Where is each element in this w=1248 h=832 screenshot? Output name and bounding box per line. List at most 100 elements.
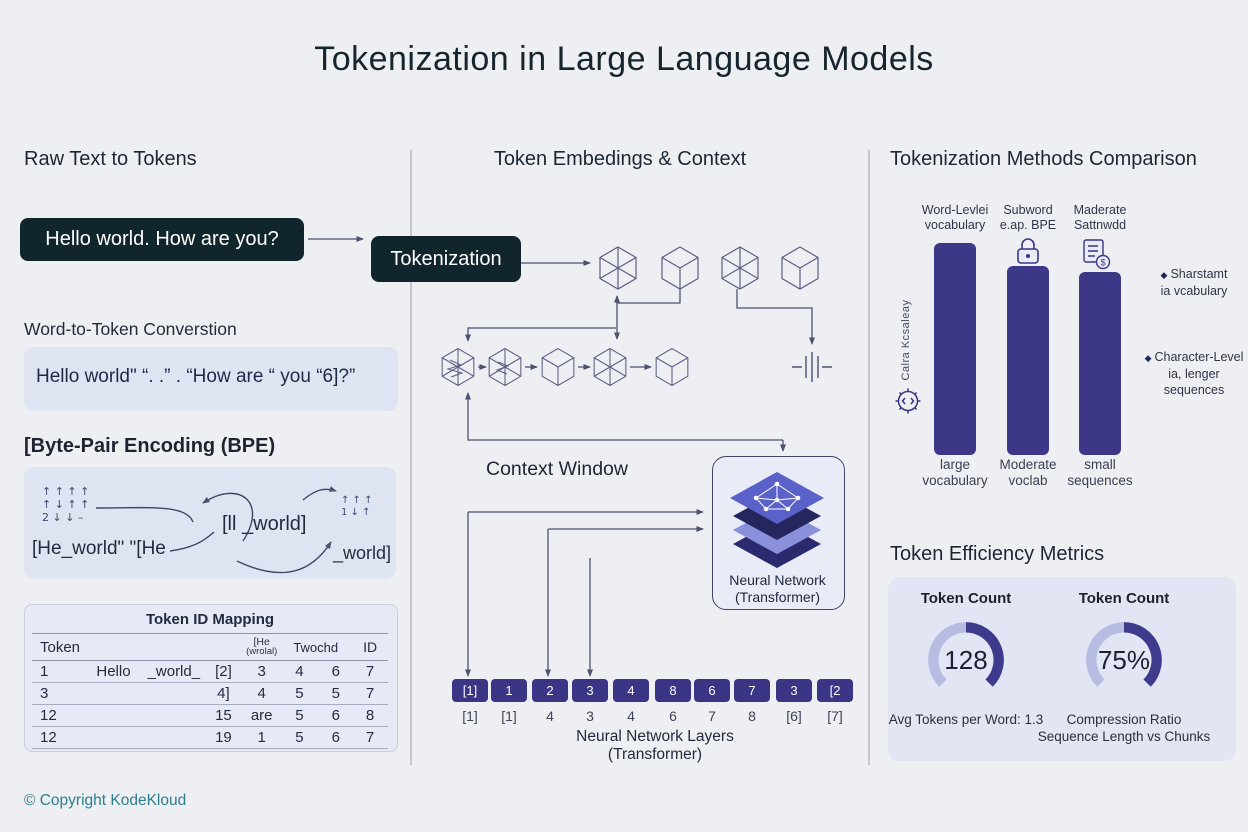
cell: 6 — [319, 704, 353, 727]
col-header-empty — [82, 634, 145, 661]
label-line: sequences — [1067, 473, 1133, 488]
bar-top-label-word-level: Word-Levlei vocabulary — [905, 203, 1005, 233]
bpe-text-right: _world] — [333, 543, 392, 563]
cell: 6 — [319, 726, 353, 749]
gauge2-label: Token Count — [1078, 590, 1170, 607]
token-box: 8 — [655, 679, 691, 702]
table-header-row: Token [He (wrolal) Twochd ID — [32, 634, 388, 661]
cube-icon — [721, 246, 759, 290]
gauge1-caption: Avg Tokens per Word: 1.3 — [888, 712, 1044, 727]
col-header-id: ID — [352, 634, 388, 661]
token-value: 4 — [546, 708, 554, 724]
cell — [82, 726, 145, 749]
annotation-line: ◆Character-Level — [1136, 349, 1248, 366]
page-title: Tokenization in Large Language Models — [314, 40, 934, 78]
token-box: 4 — [613, 679, 649, 702]
annotation-vocabulary: ◆Sharstamt ia vcabulary — [1142, 266, 1246, 299]
cell — [144, 682, 203, 705]
annotation-character-level: ◆Character-Level ia, lenger sequences — [1136, 349, 1248, 398]
left-section-heading: Raw Text to Tokens — [24, 148, 197, 170]
token-box: 2 — [532, 679, 568, 702]
cell: _world_ — [147, 663, 201, 680]
cluster-line: ↑ ↓ ↑ ↑ — [42, 498, 90, 511]
caption-line2: (Transformer) — [607, 746, 703, 763]
bar-subword-bpe — [1007, 266, 1049, 455]
raw-text-box: Hello world. How are you? — [20, 218, 304, 261]
gauge1-label: Token Count — [920, 590, 1012, 607]
token-efficiency-panel — [888, 577, 1236, 761]
token-box: 6 — [694, 679, 730, 702]
cube-icon — [488, 347, 522, 387]
cube-icon — [661, 246, 699, 290]
label-line: voclab — [1008, 473, 1048, 488]
annotation-line: sequences — [1163, 383, 1225, 397]
bar-bottom-label-small: small sequences — [1050, 457, 1150, 489]
table-row: 3 4] 4 5 5 7 — [32, 682, 388, 705]
diamond-bullet-icon: ◆ — [1144, 353, 1152, 363]
metrics-heading: Token Efficiency Metrics — [890, 543, 1105, 565]
cell: 7 — [352, 726, 388, 749]
col-header-he: [He (wrolal) — [244, 634, 280, 661]
token-value: 3 — [586, 708, 594, 724]
cell: are — [244, 704, 280, 727]
token-id-mapping-table: Token [He (wrolal) Twochd ID 1 Hello _w — [32, 634, 388, 749]
cell: 4] — [202, 682, 245, 705]
cell: 12 — [32, 704, 83, 727]
label-line: Moderate — [999, 457, 1057, 472]
token-value: [1] — [501, 708, 517, 724]
token-value: 4 — [627, 708, 635, 724]
word-to-token-content: Hello world" “. .” . “How are “ you “6]?… — [36, 366, 356, 387]
diamond-bullet-icon: ◆ — [1160, 270, 1168, 280]
token-id-mapping: Token ID Mapping Token [He (wrolal) Twoc… — [24, 604, 396, 749]
annotation-text: Character-Level — [1154, 350, 1244, 364]
token-value: [1] — [462, 708, 478, 724]
cell: 4 — [295, 663, 304, 680]
cluster-line: 2 ↓ ↓ – — [42, 511, 84, 524]
gauge1-arc — [928, 622, 1004, 687]
nn-label-line1: Neural Network — [729, 572, 826, 588]
cell: 1 — [244, 726, 280, 749]
document-coin-icon: $ — [1083, 239, 1111, 270]
cell: 15 — [202, 704, 245, 727]
label-line: Subword — [1003, 203, 1053, 217]
nn-label-line2: (Transformer) — [734, 589, 821, 605]
table-row: 12 15 are 5 6 8 — [32, 704, 388, 727]
annotation-line: ia vcabulary — [1160, 284, 1228, 298]
bar-character-level — [1079, 272, 1121, 455]
gauge1-value: 128 — [944, 645, 988, 675]
copyright-footer: © Copyright KodeKloud — [24, 792, 187, 809]
label-line: vocabulary — [924, 218, 986, 232]
lock-icon — [1017, 238, 1039, 264]
col-header-he-line2: (wrolal) — [246, 646, 278, 657]
col-header-token: Token — [32, 634, 83, 661]
bar-bottom-label-moderate: Moderate voclab — [978, 457, 1078, 489]
table-row: 12 19 1 5 6 7 — [32, 726, 388, 749]
right-section-heading: Tokenization Methods Comparison — [890, 148, 1197, 170]
gauge2-caption: Compression Ratio Sequence Length vs Chu… — [1034, 711, 1214, 745]
caption-line1: Neural Network Layers — [576, 728, 734, 745]
tokenization-box: Tokenization — [371, 236, 521, 282]
token-box: [1] — [452, 679, 488, 702]
annotation-text: Sharstamt — [1170, 267, 1228, 281]
bpe-token-cluster-left: ↑ ↑ ↑ ↑ ↑ ↓ ↑ ↑ 2 ↓ ↓ – — [42, 485, 89, 524]
token-value: 7 — [708, 708, 716, 724]
bar-word-level — [934, 243, 976, 455]
gauge2-arc — [1086, 622, 1162, 687]
cell: 8 — [352, 704, 388, 727]
label-line: Maderate — [1073, 203, 1127, 217]
annotation-line: ia, lenger — [1168, 367, 1220, 381]
col-header-empty — [202, 634, 245, 661]
cube-icon — [541, 347, 575, 387]
cell: 7 — [352, 682, 388, 705]
gauge2-value: 75% — [1097, 645, 1151, 675]
cell: 1 — [40, 663, 49, 680]
token-value: [7] — [827, 708, 843, 724]
cell: 5 — [279, 682, 320, 705]
cluster-line: ↑ ↑ ↑ ↑ — [42, 485, 90, 498]
label-line: large — [939, 457, 971, 472]
label-line: Word-Levlei — [921, 203, 989, 217]
token-box: 1 — [491, 679, 527, 702]
annotation-line: ◆Sharstamt — [1142, 266, 1246, 283]
word-to-token-panel — [24, 347, 398, 411]
